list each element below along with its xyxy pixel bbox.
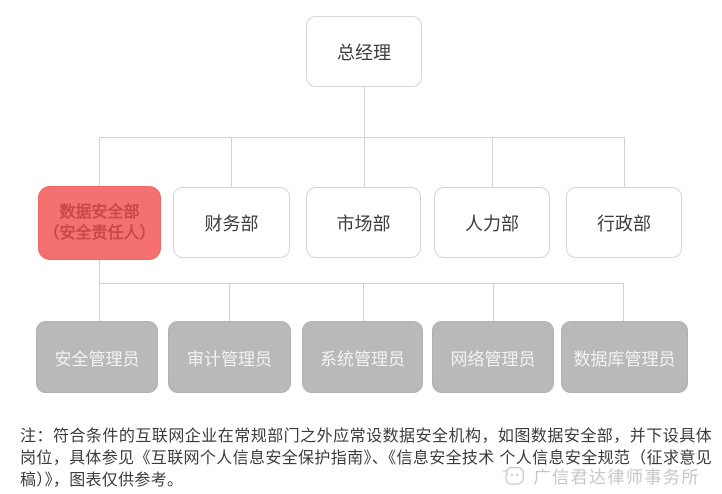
connector-dept-horizontal [99,137,625,138]
org-node-label: 安全管理员 [54,349,140,369]
connector-role-drop-2 [229,283,230,321]
connector-dept-drop-4 [492,137,493,187]
connector-dept-drop-5 [624,137,625,187]
org-node-marketing-dept: 市场部 [306,187,421,258]
lawfirm-logo-icon [501,465,527,487]
connector-role-drop-4 [493,283,494,321]
connector-dept-drop-1 [99,137,100,187]
connector-role-drop-5 [623,283,624,321]
org-node-label: 财务部 [204,213,259,234]
footnote-text: 注：符合条件的互联网企业在常规部门之外应常设数据安全机构，如图数据安全部，并下设… [20,428,712,489]
org-node-label: 总经理 [337,42,391,63]
connector-role-horizontal [99,283,624,284]
org-node-admin-dept: 行政部 [566,187,682,258]
connector-dept-drop-2 [231,137,232,187]
org-node-data-security-dept: 数据安全部 （安全责任人） [38,186,161,260]
watermark-firm-name: 广信君达律师事务所 [533,468,700,487]
org-node-label: 数据库管理员 [573,349,676,369]
org-node-system-admin: 系统管理员 [302,321,423,393]
connector-role-drop-3 [363,283,364,321]
org-node-label-line2: （安全责任人） [43,225,156,242]
org-node-network-admin: 网络管理员 [432,321,554,393]
connector-root-vertical [364,87,365,137]
org-node-database-admin: 数据库管理员 [561,321,688,393]
org-node-general-manager: 总经理 [306,16,422,87]
org-node-hr-dept: 人力部 [434,187,550,258]
org-node-audit-admin: 审计管理员 [168,321,291,393]
org-node-label: 人力部 [465,213,519,234]
org-node-label: 系统管理员 [320,349,405,369]
org-node-label: 行政部 [597,213,651,234]
connector-dept-drop-3 [364,137,365,187]
org-node-label-line1: 数据安全部 [59,204,140,221]
connector-security-vertical [99,260,100,283]
org-node-label: 审计管理员 [187,349,272,369]
watermark-footer: 广信君达律师事务所 [501,463,701,488]
org-node-security-admin: 安全管理员 [36,321,158,393]
org-node-label: 网络管理员 [450,349,536,369]
org-node-finance-dept: 财务部 [173,187,290,258]
connector-role-drop-1 [99,283,100,321]
org-node-label: 市场部 [336,213,391,234]
